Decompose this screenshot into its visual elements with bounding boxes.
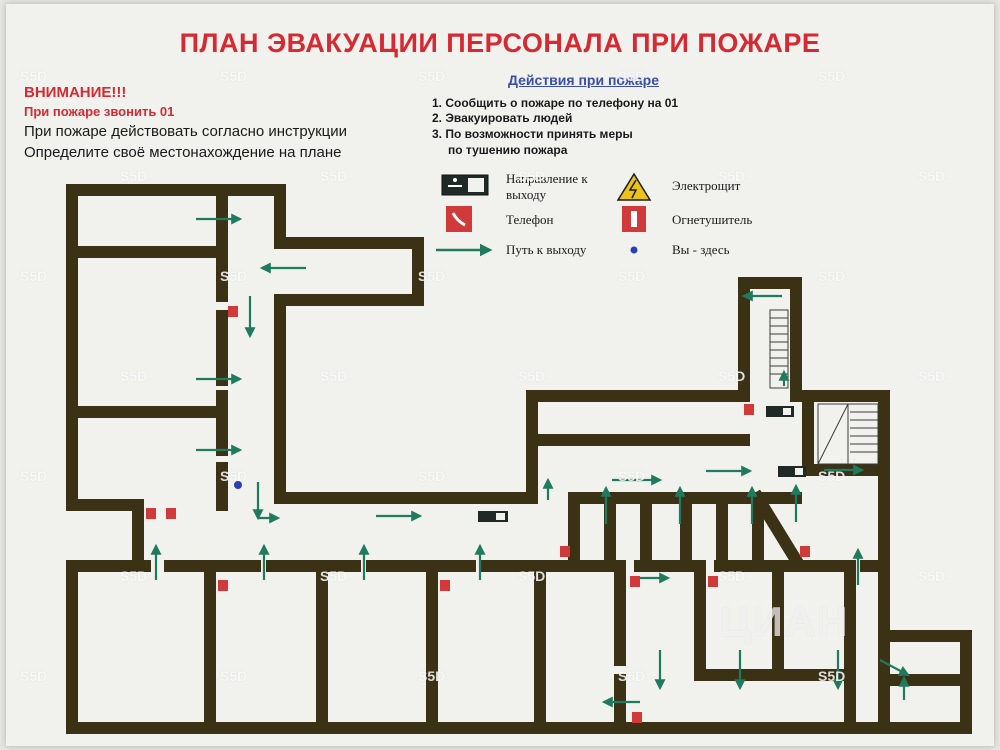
- watermark-text: S5D: [120, 368, 148, 384]
- extinguisher-icon: [632, 712, 642, 723]
- legend-phone-icon: [446, 206, 472, 232]
- actions-title: Действия при пожаре: [508, 72, 659, 88]
- extinguisher-icon: [560, 546, 570, 557]
- legend-panel: Электрощит: [672, 178, 741, 193]
- phone-icon: [800, 546, 810, 557]
- plan-sheet: [6, 4, 994, 746]
- legend-exit-path: Путь к выходу: [506, 242, 587, 257]
- watermark-text: S5D: [918, 568, 946, 584]
- legend-extinguisher: Огнетушитель: [672, 212, 753, 227]
- extinguisher-icon: [744, 404, 754, 415]
- watermark-text: S5D: [418, 68, 446, 84]
- watermark-text: S5D: [220, 268, 248, 284]
- legend-exit-direction-l2: выходу: [506, 187, 547, 202]
- watermark-text: S5D: [518, 368, 546, 384]
- watermark-text: S5D: [120, 168, 148, 184]
- watermark-text: S5D: [418, 668, 446, 684]
- phone-icon: [440, 580, 450, 591]
- watermark-text: S5D: [320, 168, 348, 184]
- watermark-text: S5D: [518, 168, 546, 184]
- watermark-text: S5D: [220, 668, 248, 684]
- brand-watermark: ЦИАН: [720, 598, 850, 645]
- exit-sign-stair: [766, 406, 794, 417]
- action-item-3-cont: по тушению пожара: [448, 143, 568, 157]
- evacuation-arrows: [150, 213, 910, 708]
- warning-heading: ВНИМАНИЕ!!!: [24, 84, 127, 101]
- watermark-text: S5D: [20, 668, 48, 684]
- watermark-text: S5D: [718, 168, 746, 184]
- exit-sign-right: [778, 466, 806, 477]
- watermark-text: S5D: [818, 68, 846, 84]
- stairs-top: [769, 309, 789, 389]
- watermark-text: S5D: [20, 468, 48, 484]
- watermark-text: S5D: [818, 468, 846, 484]
- legend-phone: Телефон: [506, 212, 554, 227]
- watermark-text: S5D: [20, 268, 48, 284]
- watermark-text: S5D: [418, 468, 446, 484]
- watermark-text: S5D: [220, 68, 248, 84]
- extinguisher-icon: [228, 306, 238, 317]
- phone-icon: [218, 580, 228, 591]
- watermark-text: S5D: [120, 568, 148, 584]
- extinguisher-icon: [146, 508, 156, 519]
- watermark-text: S5D: [718, 368, 746, 384]
- watermark-text: S5D: [618, 68, 646, 84]
- legend-panel-icon: [616, 172, 652, 201]
- watermark-text: S5D: [718, 568, 746, 584]
- you-are-here-marker: [234, 481, 242, 489]
- watermark-text: S5D: [220, 468, 248, 484]
- watermark-text: S5D: [918, 368, 946, 384]
- action-item-1: 1. Сообщить о пожаре по телефону на 01: [432, 96, 679, 110]
- action-item-3: 3. По возможности принять меры: [432, 127, 633, 141]
- watermark-text: S5D: [818, 668, 846, 684]
- warning-call: При пожаре звонить 01: [24, 104, 175, 119]
- phone-icon: [630, 576, 640, 587]
- watermark-text: S5D: [418, 268, 446, 284]
- phone-icon: [708, 576, 718, 587]
- watermark-text: S5D: [918, 168, 946, 184]
- exit-sign-corridor: [478, 511, 508, 522]
- stairs-right: [817, 403, 879, 465]
- watermark-text: S5D: [20, 68, 48, 84]
- legend-extinguisher-icon: [622, 206, 646, 232]
- watermark-text: S5D: [518, 568, 546, 584]
- instruction-line-2: Определите своё местонахождение на плане: [24, 144, 342, 161]
- watermark-text: S5D: [320, 568, 348, 584]
- watermark-text: S5D: [618, 268, 646, 284]
- instruction-line-1: При пожаре действовать согласно инструкц…: [24, 123, 348, 140]
- action-item-2: 2. Эвакуировать людей: [432, 111, 573, 125]
- watermark-text: S5D: [618, 468, 646, 484]
- phone-icon: [166, 508, 176, 519]
- watermark-text: S5D: [818, 268, 846, 284]
- legend-you-here: Вы - здесь: [672, 242, 730, 257]
- walls: [66, 184, 972, 734]
- legend-exit-direction-l1: Направление к: [506, 171, 588, 186]
- legend-exit-sign-icon: [441, 174, 489, 196]
- plan-title: ПЛАН ЭВАКУАЦИИ ПЕРСОНАЛА ПРИ ПОЖАРЕ: [179, 28, 821, 58]
- red-signs: [146, 306, 810, 723]
- watermark-text: S5D: [618, 668, 646, 684]
- legend-you-here-icon: [630, 246, 638, 254]
- watermark-text: S5D: [320, 368, 348, 384]
